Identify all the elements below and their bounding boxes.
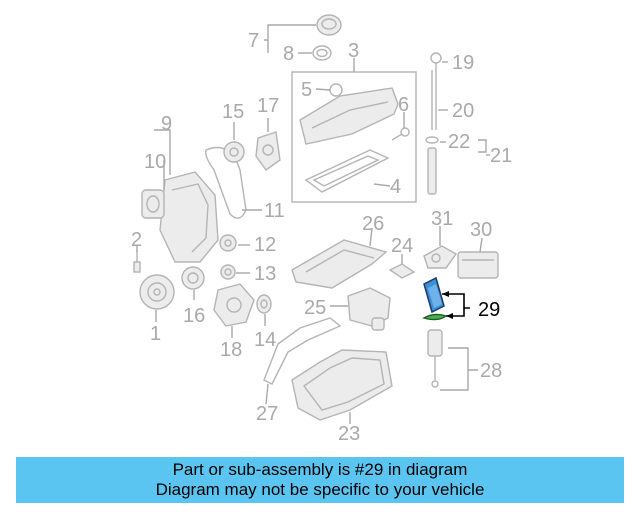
callout-label: 7	[248, 30, 259, 52]
callout-label: 11	[264, 200, 285, 222]
part-17-tensioner	[255, 131, 281, 171]
callout-label: 5	[301, 79, 312, 101]
callout-label: 25	[304, 297, 326, 319]
part-19-dipstick	[430, 52, 442, 130]
part-12-idler	[219, 234, 237, 252]
callout-label: 12	[254, 234, 276, 256]
part-25-oil-pump	[347, 287, 391, 331]
part-8-seal	[312, 45, 332, 61]
part-16-sprocket	[181, 266, 205, 290]
part-23-oil-pan	[291, 349, 393, 421]
part-15-pulley	[223, 141, 245, 163]
part-28-filter-housing	[427, 329, 443, 388]
part-9-timing-cover	[159, 171, 219, 263]
callout-label: 27	[256, 403, 278, 425]
part-26-baffle	[291, 239, 388, 289]
callout-label: 14	[254, 329, 276, 351]
part-1-crank-pulley	[139, 274, 175, 310]
part-3-valve-cover	[299, 83, 399, 145]
part-29-filter	[423, 276, 445, 314]
parts-diagram: 7 8 3 5 6 4 19 20 22 21 9 10 11 15 17 12…	[131, 14, 512, 445]
leader-lines	[136, 24, 490, 424]
callout-label: 6	[398, 94, 409, 116]
callout-label: 21	[490, 145, 512, 167]
part-31-adapter	[423, 245, 458, 269]
callout-label: 8	[283, 43, 294, 65]
caption-line-1: Part or sub-assembly is #29 in diagram	[172, 460, 468, 479]
callout-label: 20	[452, 100, 474, 122]
callout-label: 23	[338, 423, 360, 445]
part-27-gasket	[263, 317, 342, 385]
callout-label: 30	[470, 219, 492, 241]
part-21-tube	[425, 136, 439, 195]
callout-labels: 7 8 3 5 6 4 19 20 22 21 9 10 11 15 17 12…	[131, 30, 512, 445]
callout-label: 24	[391, 235, 413, 257]
callout-label: 17	[257, 95, 279, 117]
part-24-clip	[388, 263, 416, 279]
callout-label: 10	[144, 151, 166, 173]
callout-label: 18	[220, 339, 242, 361]
callout-label: 3	[348, 40, 359, 62]
callout-label: 28	[480, 360, 502, 382]
part-10-seal	[141, 189, 165, 219]
part-14-bushing	[256, 294, 272, 314]
callout-label: 1	[150, 323, 161, 345]
callout-label: 13	[254, 263, 276, 285]
part-29-seal	[422, 313, 448, 321]
callout-label: 19	[452, 52, 474, 74]
caption-line-2: Diagram may not be specific to your vehi…	[155, 480, 485, 499]
callout-label: 26	[362, 213, 384, 235]
part-18-pump	[213, 283, 255, 327]
leader-lines-29	[442, 291, 470, 319]
caption-banner: Part or sub-assembly is #29 in diagram D…	[16, 457, 624, 503]
callout-label: 22	[448, 131, 470, 153]
callout-label: 31	[431, 208, 453, 230]
part-30-cooler	[457, 251, 499, 279]
callout-label: 16	[183, 305, 205, 327]
part-4-gasket	[304, 149, 390, 193]
callout-label-29: 29	[478, 299, 500, 321]
part-2-bolt	[133, 250, 141, 273]
part-7-cap	[316, 14, 342, 36]
callout-label: 9	[161, 113, 172, 135]
callout-label: 4	[390, 176, 401, 198]
callout-label: 15	[222, 101, 244, 123]
part-13-idler	[220, 264, 236, 280]
part-6-bolt	[391, 127, 410, 141]
callout-label: 2	[131, 229, 142, 251]
